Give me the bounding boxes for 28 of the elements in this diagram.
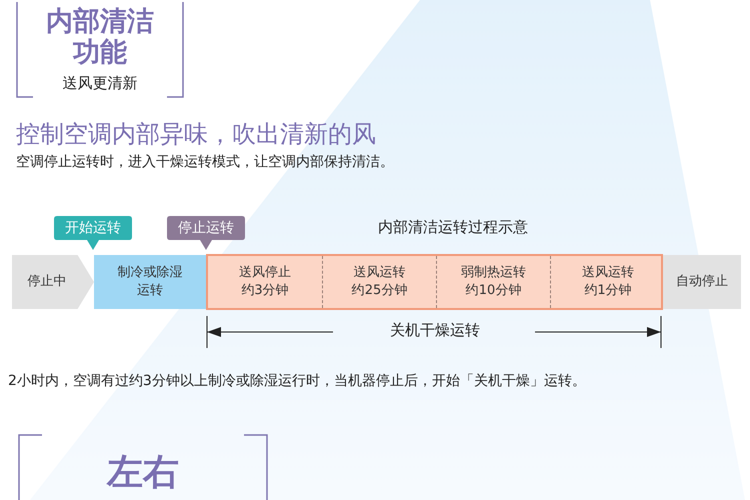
heading-frame — [18, 434, 268, 500]
tag-label: 停止运转 — [177, 219, 235, 238]
heading-subtitle: 送风更清新 — [62, 74, 138, 93]
footnote-text: 2小时内，空调有过约3分钟以上制冷或除湿运行时，当机器停止后，开始「关机干燥」运转。 — [8, 372, 586, 390]
heading-title: 左右 — [105, 451, 180, 495]
step-label: 约25分钟 — [352, 282, 408, 300]
callout-tag — [54, 216, 132, 250]
callout-tag — [167, 216, 245, 250]
step-label: 送风运转 — [582, 264, 634, 282]
step-box — [94, 255, 206, 309]
step-label: 停止中 — [28, 273, 66, 291]
step-label: 送风运转 — [354, 264, 406, 282]
description-text: 空调停止运转时，进入干燥运转模式，让空调内部保持清洁。 — [16, 153, 394, 171]
band-title: 内部清洁运转过程示意 — [378, 218, 528, 237]
heading-title: 内部清洁功能 — [45, 6, 155, 68]
status-box — [12, 255, 94, 309]
headline: 控制空调内部异味，吹出清新的风 — [16, 119, 376, 150]
tag-label: 开始运转 — [64, 219, 122, 238]
step-box — [663, 255, 741, 309]
step-label: 弱制热运转 — [461, 264, 526, 282]
step-label: 送风停止 — [239, 264, 291, 282]
step-label: 自动停止 — [676, 273, 728, 291]
step-label: 约10分钟 — [466, 282, 522, 300]
step-label: 约3分钟 — [241, 282, 289, 300]
heading-frame — [16, 2, 184, 98]
step-label: 制冷或除湿运转 — [116, 264, 184, 300]
dimension-label: 关机干燥运转 — [389, 321, 481, 340]
step-label: 约1分钟 — [584, 282, 632, 300]
